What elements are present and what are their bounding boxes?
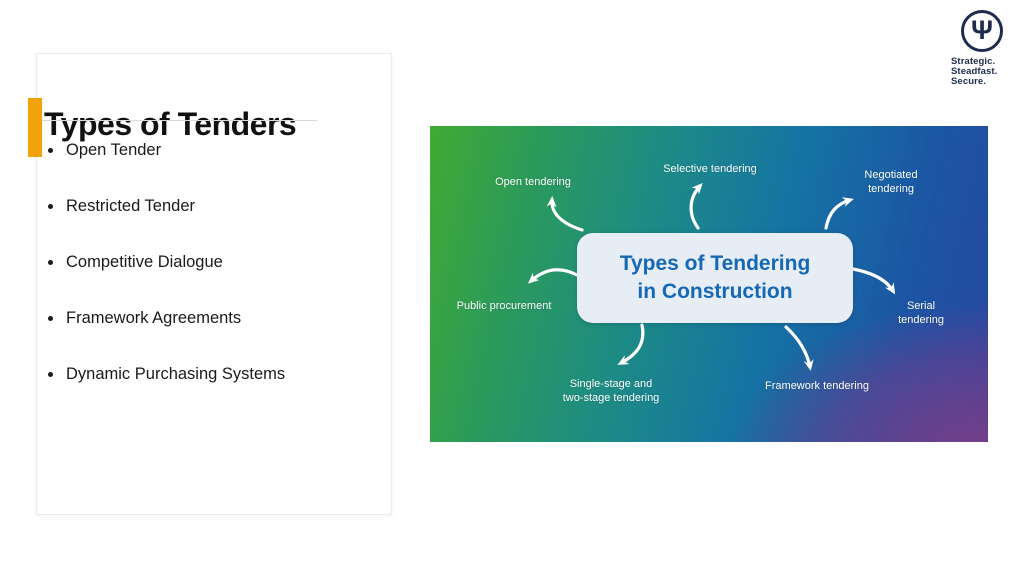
label-selective-tendering: Selective tendering <box>663 163 757 175</box>
title-divider <box>38 120 317 121</box>
label-negotiated-tendering: Negotiated tendering <box>864 169 918 195</box>
diagram-arrows <box>528 183 896 371</box>
arrow-selective-tendering <box>689 183 703 230</box>
diagram-center-title-line2: in Construction <box>637 280 793 303</box>
arrow-single-two-stage <box>617 323 645 365</box>
diagram-center-box: Types of Tendering in Construction <box>577 233 853 323</box>
tendering-diagram: Types of Tendering in Construction Open … <box>430 126 988 442</box>
list-item: Dynamic Purchasing Systems <box>44 364 285 384</box>
list-item: Competitive Dialogue <box>44 252 285 272</box>
tagline-line: Secure. <box>951 76 987 87</box>
trident-glyph: Ψ <box>971 14 993 45</box>
list-item: Framework Agreements <box>44 308 285 328</box>
diagram-center-title-line1: Types of Tendering <box>619 252 811 275</box>
accent-bar <box>28 98 42 157</box>
label-single-two-stage: Single-stage and two-stage tendering <box>562 378 660 404</box>
list-item: Open Tender <box>44 140 285 160</box>
tender-types-list: Open Tender Restricted Tender Competitiv… <box>44 140 285 420</box>
slide-title: Types of Tenders <box>44 106 297 142</box>
list-item: Restricted Tender <box>44 196 285 216</box>
arrow-negotiated-tendering <box>824 197 854 230</box>
arrow-public-procurement <box>528 268 579 284</box>
content-card <box>36 53 392 515</box>
trident-icon: Ψ <box>961 10 1003 52</box>
label-framework-tendering: Framework tendering <box>765 380 869 392</box>
label-serial-tendering: Serial tendering <box>898 300 944 326</box>
tagline-line: Strategic. <box>951 56 996 67</box>
arrow-serial-tendering <box>851 267 896 295</box>
arrow-framework-tendering <box>784 325 814 371</box>
brand-logo: Ψ Strategic. Steadfast. Secure. <box>950 10 1016 87</box>
brand-tagline: Strategic. Steadfast. Secure. <box>951 57 1016 87</box>
arrow-open-tendering <box>546 196 584 232</box>
label-open-tendering: Open tendering <box>495 176 571 188</box>
label-public-procurement: Public procurement <box>456 300 552 312</box>
tagline-line: Steadfast. <box>951 66 998 77</box>
